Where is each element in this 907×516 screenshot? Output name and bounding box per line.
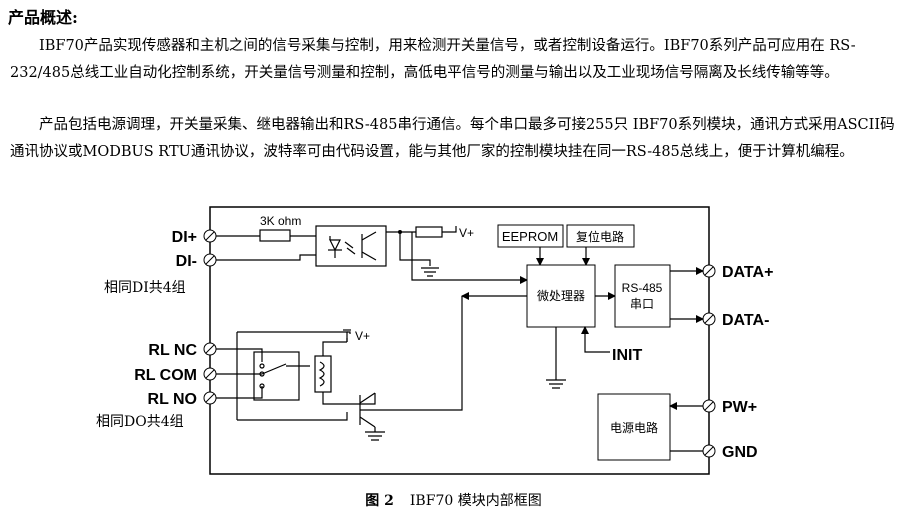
label-gnd: GND	[722, 444, 758, 461]
label-serial-port: 串口	[630, 297, 654, 311]
reset-circuit-box	[566, 224, 635, 248]
label-rs485: RS-485	[622, 281, 663, 295]
label-data-plus: DATA+	[722, 264, 773, 281]
label-do-group-note: 相同DO共4组	[96, 414, 184, 430]
figure-caption: 图 2 IBF70 模块内部框图	[0, 490, 907, 510]
relay-drive-line	[385, 296, 463, 411]
label-rl-no: RL NO	[148, 391, 197, 408]
label-di-minus: DI-	[176, 253, 197, 270]
label-power-circuit: 电源电路	[610, 420, 658, 435]
rs485-box	[614, 264, 671, 328]
label-di-plus: DI+	[172, 229, 197, 246]
label-rl-com: RL COM	[134, 367, 197, 384]
terminal-rl-no	[203, 391, 217, 405]
label-mcu: 微处理器	[537, 289, 585, 303]
terminal-pw-plus	[702, 399, 716, 413]
init-arrow	[581, 326, 610, 353]
terminal-data-plus	[702, 264, 716, 278]
label-eeprom: EEPROM	[502, 229, 558, 244]
label-reset-circuit: 复位电路	[576, 229, 624, 244]
label-data-minus: DATA-	[722, 312, 769, 329]
label-di-group-note: 相同DI共4组	[104, 280, 186, 296]
terminal-rl-nc	[203, 342, 217, 356]
section-heading: 产品概述:	[8, 8, 78, 27]
terminal-rl-com	[203, 367, 217, 381]
label-pw-plus: PW+	[722, 399, 757, 416]
di-signal-arrow	[411, 232, 528, 284]
figure-title: IBF70 模块内部框图	[409, 493, 542, 509]
terminal-data-minus	[702, 312, 716, 326]
mcu-box	[526, 264, 596, 328]
relay-circuit	[216, 331, 385, 441]
power-circuit-box	[597, 393, 671, 461]
eeprom-box	[497, 224, 564, 248]
di-input-circuit	[216, 225, 457, 277]
label-rl-nc: RL NC	[148, 342, 197, 359]
label-resistor-3k: 3K ohm	[260, 214, 301, 228]
terminal-di-minus	[203, 253, 217, 267]
figure-number: 图 2	[365, 493, 394, 509]
label-vplus-relay: V+	[355, 329, 370, 343]
terminal-di-plus	[203, 229, 217, 243]
label-vplus-top: V+	[459, 226, 474, 240]
overview-paragraph-1: IBF70产品实现传感器和主机之间的信号采集与控制，用来检测开关量信号，或者控制…	[10, 38, 856, 81]
overview-paragraph-2: 产品包括电源调理，开关量采集、继电器输出和RS-485串行通信。每个串口最多可接…	[10, 117, 895, 160]
terminal-gnd	[702, 444, 716, 458]
label-init: INIT	[612, 347, 642, 364]
module-frame	[209, 206, 710, 475]
